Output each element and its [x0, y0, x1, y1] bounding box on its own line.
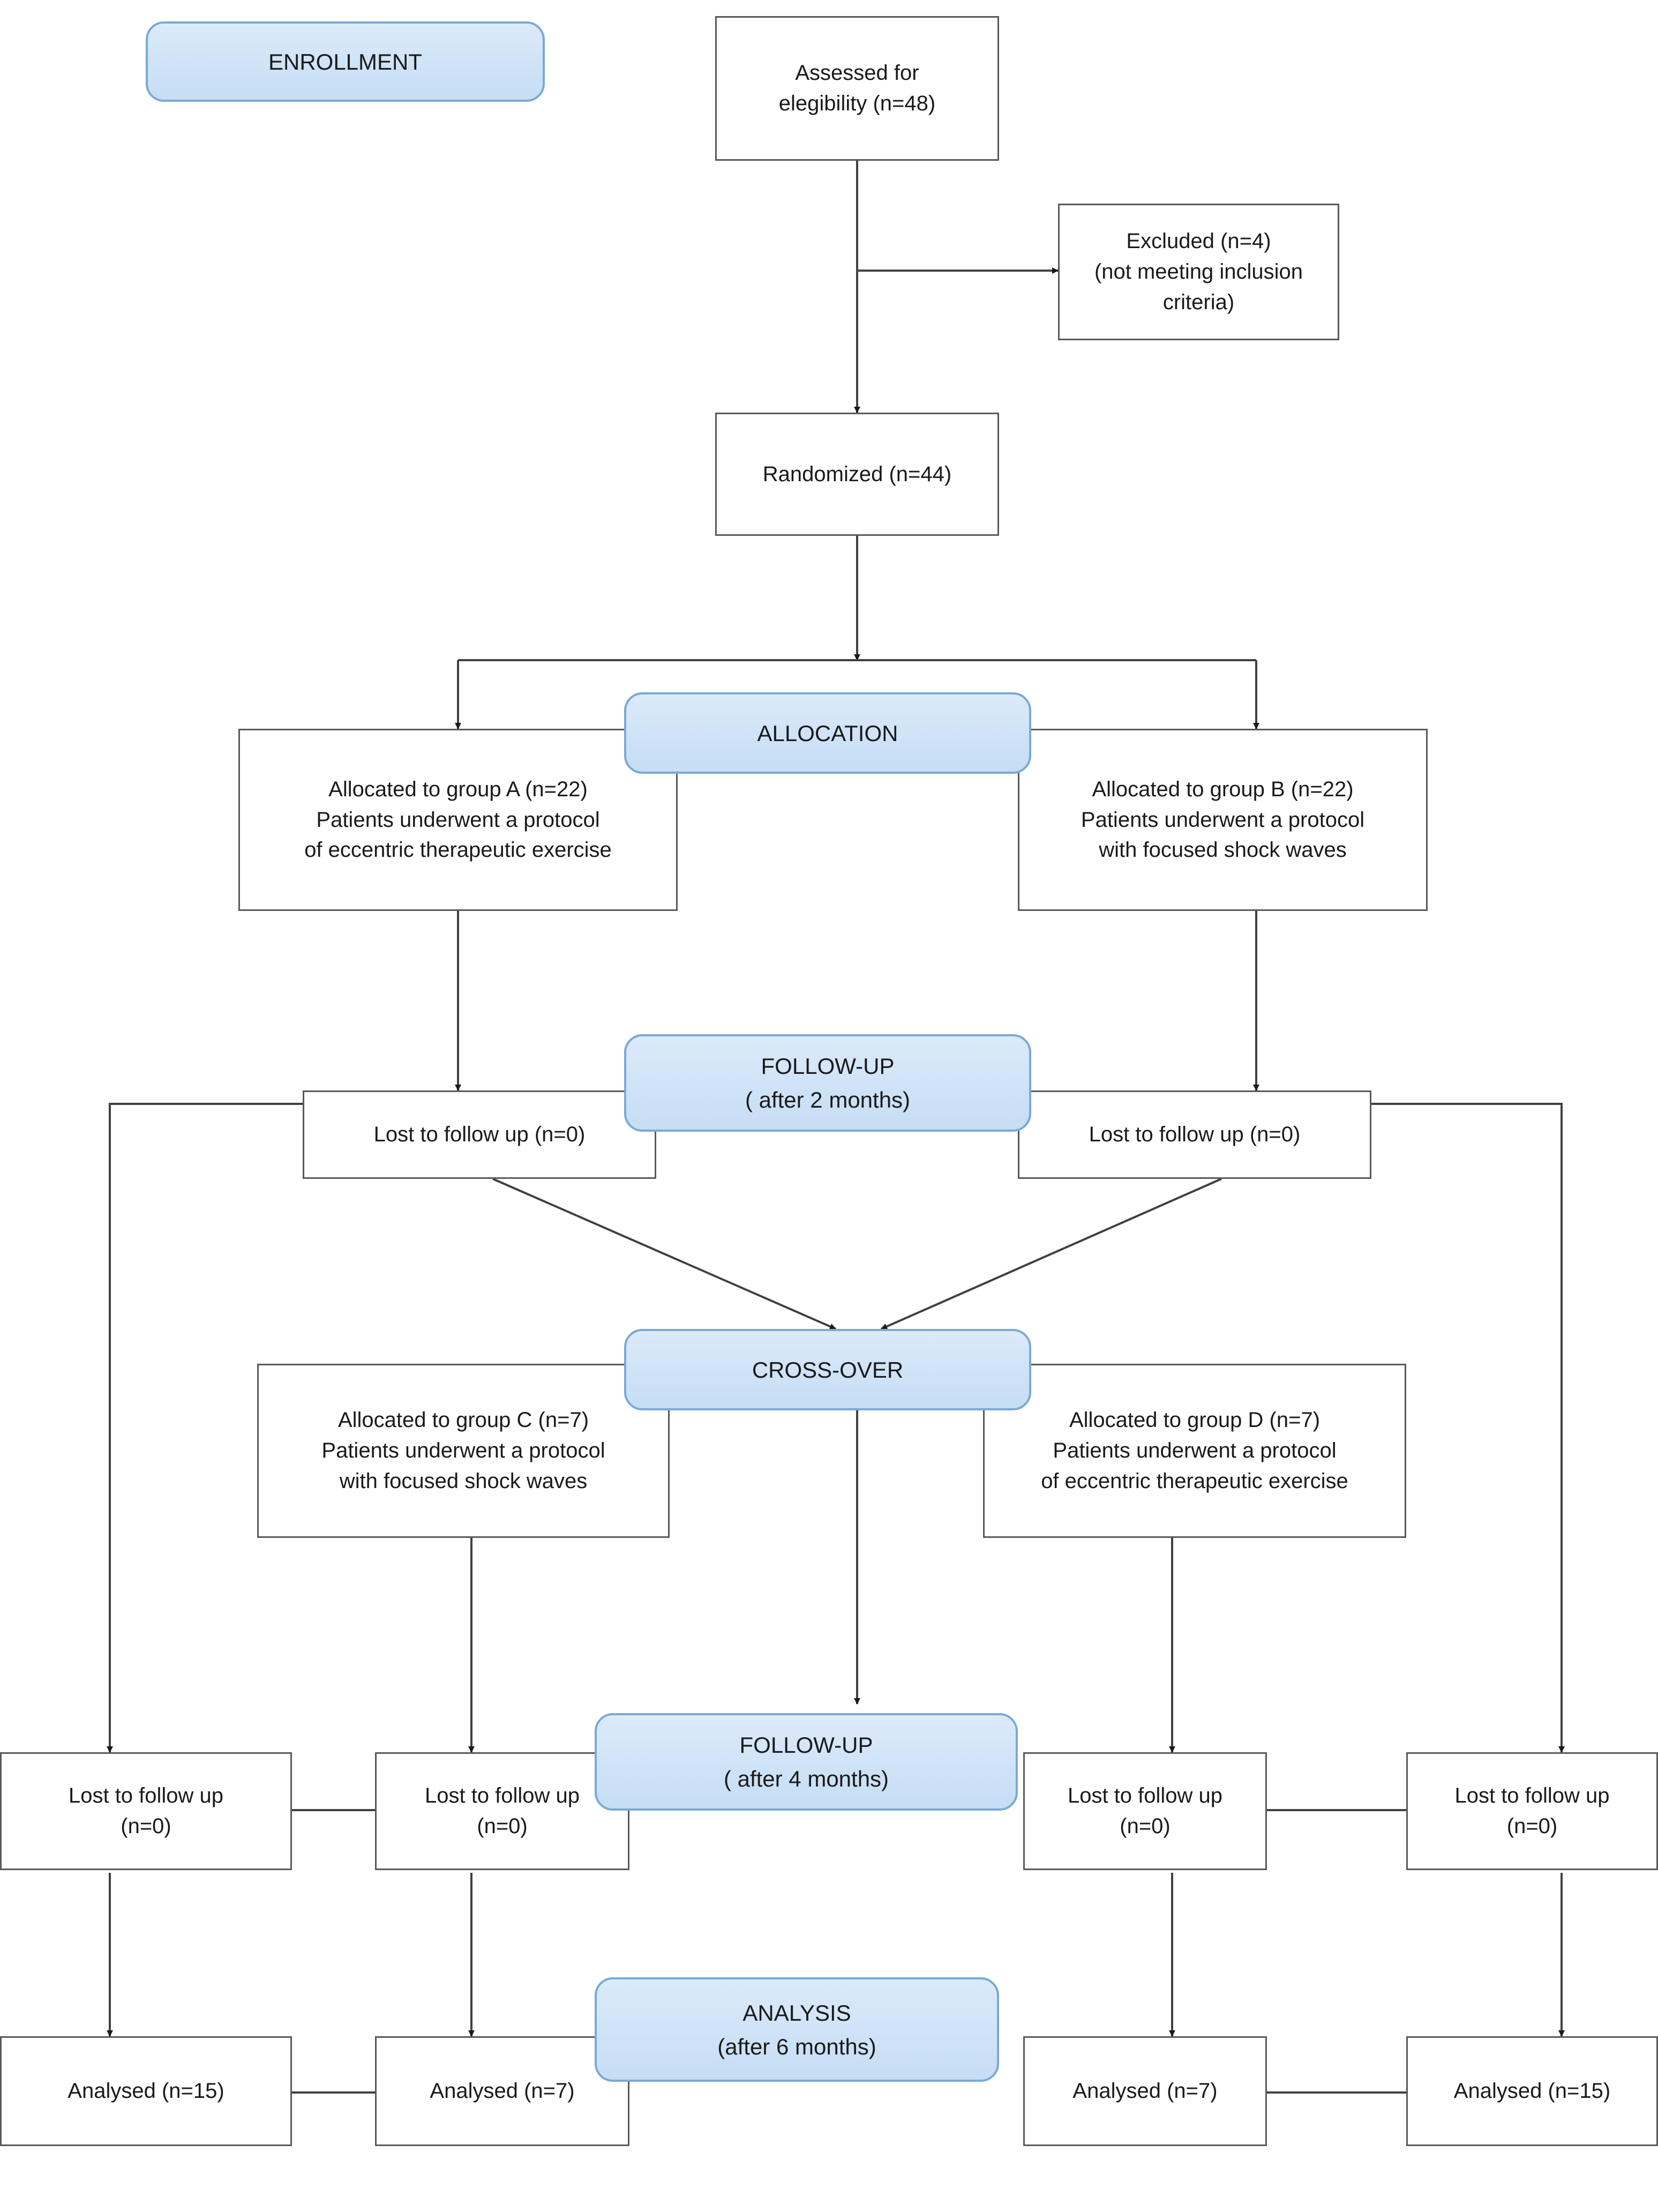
banner-crossover: CROSS-OVER: [624, 1329, 1031, 1410]
box-lost-4m-2-text: Lost to follow up (n=0): [424, 1784, 580, 1838]
box-analysed-2-text: Analysed (n=7): [430, 2079, 575, 2103]
banner-enrollment-line1: ENROLLMENT: [268, 49, 423, 74]
box-analysed-2: Analysed (n=7): [375, 2036, 629, 2146]
box-analysed-1: Analysed (n=15): [0, 2036, 292, 2146]
box-group-d-text: Allocated to group D (n=7) Patients unde…: [1041, 1408, 1348, 1493]
box-analysed-1-text: Analysed (n=15): [67, 2079, 224, 2103]
box-lost-to-followup-4m-2: Lost to follow up (n=0): [375, 1752, 629, 1870]
box-group-a-text: Allocated to group A (n=22) Patients und…: [304, 777, 612, 862]
banner-analysis: ANALYSIS (after 6 months): [595, 1977, 999, 2082]
box-randomized-text: Randomized (n=44): [762, 462, 952, 486]
banner-followup4-line1: FOLLOW-UP: [739, 1732, 873, 1758]
box-lost-to-followup-4m-4: Lost to follow up (n=0): [1406, 1752, 1658, 1870]
box-lost-to-followup-2m-left: Lost to follow up (n=0): [303, 1090, 656, 1179]
banner-followup-2-months: FOLLOW-UP ( after 2 months): [624, 1034, 1031, 1132]
box-group-c-text: Allocated to group C (n=7) Patients unde…: [321, 1408, 605, 1493]
box-group-c: Allocated to group C (n=7) Patients unde…: [257, 1364, 670, 1538]
box-analysed-4-text: Analysed (n=15): [1453, 2079, 1611, 2103]
box-group-a: Allocated to group A (n=22) Patients und…: [238, 729, 678, 911]
banner-followup2-line2: ( after 2 months): [745, 1087, 911, 1112]
box-assessed-for-eligibility: Assessed for elegibility (n=48): [715, 16, 999, 161]
box-lost-4m-3-text: Lost to follow up (n=0): [1067, 1784, 1223, 1838]
box-assessed-text: Assessed for elegibility (n=48): [778, 61, 936, 115]
box-randomized: Randomized (n=44): [715, 413, 999, 536]
box-analysed-4: Analysed (n=15): [1406, 2036, 1658, 2146]
box-group-d: Allocated to group D (n=7) Patients unde…: [983, 1364, 1406, 1538]
box-group-b: Allocated to group B (n=22) Patients und…: [1018, 729, 1428, 911]
banner-enrollment: ENROLLMENT: [146, 21, 545, 102]
banner-analysis-line2: (after 6 months): [717, 2034, 876, 2059]
box-lost-to-followup-2m-right: Lost to follow up (n=0): [1018, 1090, 1371, 1179]
box-analysed-3: Analysed (n=7): [1023, 2036, 1267, 2146]
banner-allocation: ALLOCATION: [624, 692, 1031, 774]
box-lost-to-followup-4m-3: Lost to follow up (n=0): [1023, 1752, 1267, 1870]
box-lost-to-followup-4m-1: Lost to follow up (n=0): [0, 1752, 292, 1870]
banner-analysis-line1: ANALYSIS: [742, 2000, 851, 2026]
banner-followup2-line1: FOLLOW-UP: [761, 1053, 895, 1079]
box-lost-2m-left-text: Lost to follow up (n=0): [373, 1123, 586, 1147]
box-lost-4m-1-text: Lost to follow up (n=0): [68, 1784, 224, 1838]
box-excluded-text: Excluded (n=4) (not meeting inclusion cr…: [1094, 229, 1303, 314]
box-group-b-text: Allocated to group B (n=22) Patients und…: [1081, 777, 1365, 862]
box-excluded: Excluded (n=4) (not meeting inclusion cr…: [1058, 204, 1339, 340]
banner-crossover-line1: CROSS-OVER: [752, 1357, 904, 1382]
box-lost-2m-right-text: Lost to follow up (n=0): [1089, 1123, 1301, 1147]
box-analysed-3-text: Analysed (n=7): [1072, 2079, 1218, 2103]
banner-followup4-line2: ( after 4 months): [723, 1766, 889, 1791]
banner-allocation-line1: ALLOCATION: [757, 720, 898, 746]
box-lost-4m-4-text: Lost to follow up (n=0): [1454, 1784, 1610, 1838]
banner-followup-4-months: FOLLOW-UP ( after 4 months): [595, 1713, 1018, 1811]
